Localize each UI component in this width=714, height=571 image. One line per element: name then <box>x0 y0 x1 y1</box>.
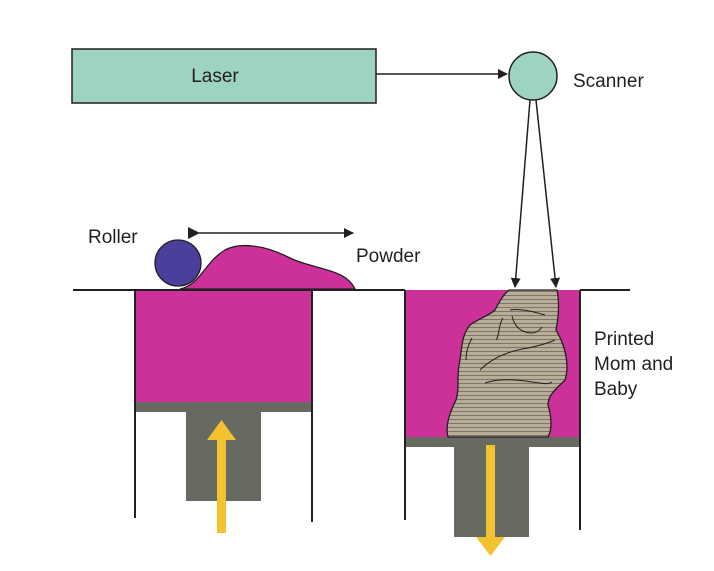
powder-supply-chamber <box>134 290 313 533</box>
powder-heap <box>179 244 357 290</box>
scanner-label: Scanner <box>573 71 644 92</box>
scanner-circle <box>508 51 558 101</box>
scanner-beam-left-arrow <box>510 99 531 288</box>
scanner-beam-right-arrow <box>535 99 561 288</box>
laser-box: Laser <box>71 48 377 104</box>
powder-label: Powder <box>356 246 421 267</box>
printed-label-line2: Mom and <box>594 354 673 375</box>
powder-supply-bed <box>135 290 312 402</box>
build-piston-plate <box>405 437 580 447</box>
supply-piston-plate <box>135 402 312 412</box>
up-arrow-icon <box>207 420 236 533</box>
down-arrow-icon <box>476 445 505 556</box>
roller <box>154 239 202 287</box>
roller-label: Roller <box>88 227 138 248</box>
laser-label: Laser <box>191 66 239 87</box>
build-chamber <box>404 289 581 556</box>
printed-label-line3: Baby <box>594 379 638 400</box>
scanner: Scanner <box>508 51 644 101</box>
printed-object <box>446 289 568 438</box>
printed-object-label: Printed Mom and Baby <box>594 329 673 400</box>
printed-label-line1: Printed <box>594 329 654 350</box>
